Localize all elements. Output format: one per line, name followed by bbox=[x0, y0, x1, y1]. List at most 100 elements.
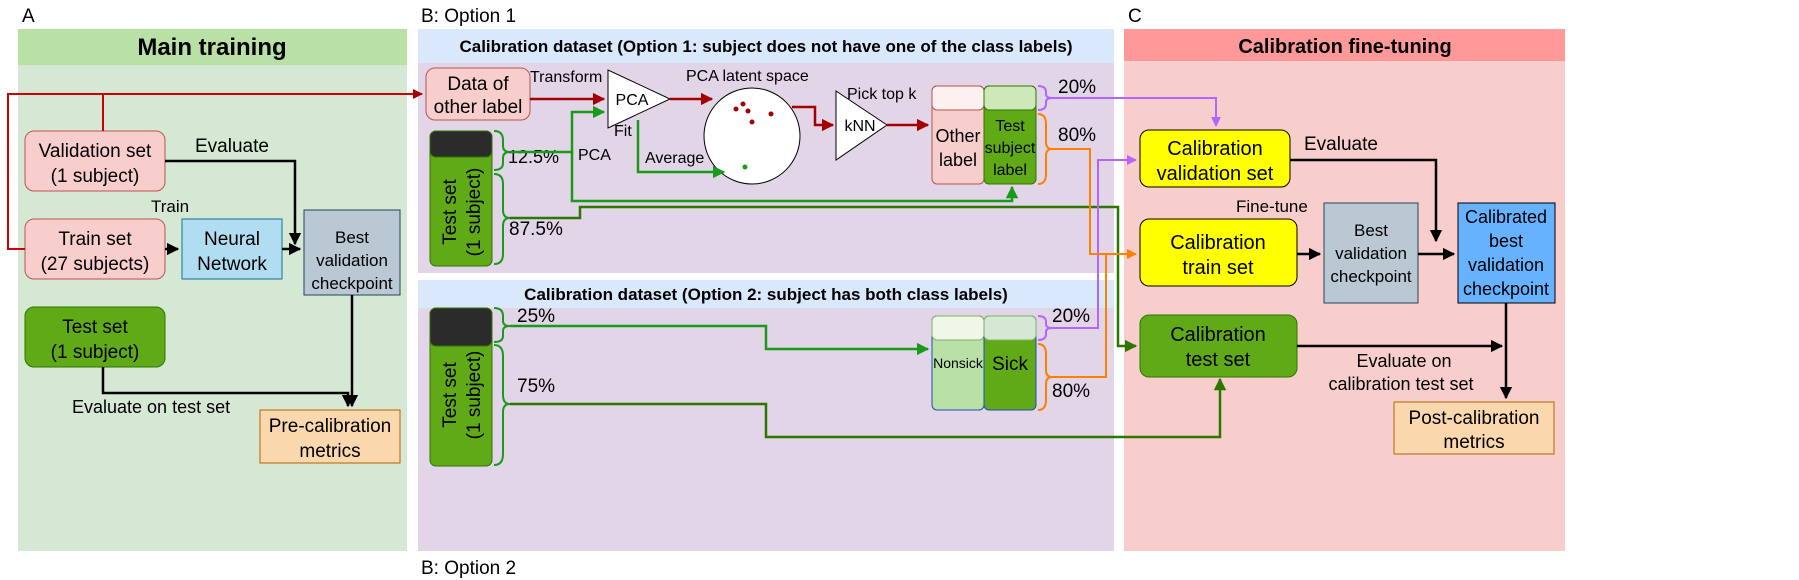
data-other-label-box: Data of other label bbox=[425, 67, 531, 121]
svg-text:label: label bbox=[939, 150, 977, 170]
svg-text:metrics: metrics bbox=[299, 441, 360, 462]
svg-text:(1 subject): (1 subject) bbox=[464, 351, 485, 440]
b1-pct-12: 12.5% bbox=[508, 147, 559, 167]
svg-text:Network: Network bbox=[197, 254, 267, 275]
svg-text:test set: test set bbox=[1186, 349, 1251, 371]
b2-pct-80: 80% bbox=[1052, 381, 1090, 402]
section-b2-title: Calibration dataset (Option 2: subject h… bbox=[524, 285, 1008, 304]
svg-text:Calibration: Calibration bbox=[1170, 232, 1266, 254]
neural-network-box: Neural Network bbox=[181, 218, 283, 280]
validation-set-box: Validation set (1 subject) bbox=[24, 130, 166, 192]
label-eval-cal-1: Evaluate on bbox=[1356, 351, 1451, 371]
section-b1-title: Calibration dataset (Option 1: subject d… bbox=[459, 37, 1072, 56]
svg-text:Best: Best bbox=[335, 228, 369, 247]
svg-text:validation set: validation set bbox=[1157, 163, 1274, 185]
label-evaluate-a: Evaluate bbox=[195, 136, 269, 157]
label-eval-cal-2: calibration test set bbox=[1328, 374, 1473, 394]
section-a-arrows bbox=[101, 159, 359, 408]
calibration-test-box: Calibration test set bbox=[1139, 314, 1298, 378]
label-eval-test: Evaluate on test set bbox=[72, 397, 230, 417]
svg-text:validation: validation bbox=[1468, 255, 1544, 275]
svg-text:Nonsick: Nonsick bbox=[933, 355, 984, 371]
b2-arrows bbox=[510, 324, 1227, 439]
label-fit: Fit bbox=[614, 123, 632, 140]
b1-pct-80: 80% bbox=[1058, 125, 1096, 146]
pca-triangle bbox=[607, 69, 672, 129]
best-checkpoint-box-a: Best validation checkpoint bbox=[303, 209, 401, 296]
label-train: Train bbox=[151, 197, 189, 216]
svg-text:Sick: Sick bbox=[992, 354, 1028, 375]
svg-text:Data of: Data of bbox=[447, 74, 509, 95]
section-b2-letter: B: Option 2 bbox=[421, 558, 516, 579]
svg-text:(27 subjects): (27 subjects) bbox=[41, 254, 150, 275]
b2-pct-25: 25% bbox=[517, 306, 555, 327]
svg-text:(1 subject): (1 subject) bbox=[51, 342, 140, 363]
b1-arrows bbox=[510, 92, 1138, 353]
svg-text:Test set: Test set bbox=[440, 362, 461, 428]
section-a-letter: A bbox=[22, 6, 35, 27]
best-checkpoint-box-c: Best validation checkpoint bbox=[1323, 202, 1419, 304]
label-finetune: Fine-tune bbox=[1236, 197, 1308, 216]
split-arrows bbox=[1052, 97, 1221, 378]
pre-calibration-metrics-box: Pre-calibration metrics bbox=[259, 409, 401, 464]
svg-text:metrics: metrics bbox=[1443, 432, 1504, 453]
train-set-box: Train set (27 subjects) bbox=[24, 218, 166, 280]
label-transform: Transform bbox=[530, 69, 602, 86]
section-c-title: Calibration fine-tuning bbox=[1238, 36, 1451, 58]
svg-text:Neural: Neural bbox=[204, 229, 260, 250]
section-b1-letter: B: Option 1 bbox=[421, 6, 516, 27]
test-set-box-a: Test set (1 subject) bbox=[24, 306, 166, 368]
svg-text:Calibrated: Calibrated bbox=[1465, 207, 1547, 227]
b2-pct-20: 20% bbox=[1052, 306, 1090, 327]
svg-text:best: best bbox=[1489, 231, 1523, 251]
red-arrows bbox=[7, 89, 423, 250]
svg-text:subject: subject bbox=[985, 140, 1036, 157]
svg-text:checkpoint: checkpoint bbox=[1330, 267, 1412, 286]
svg-text:(1 subject): (1 subject) bbox=[51, 166, 140, 187]
test-set-cylinder-b1: Test set (1 subject) bbox=[429, 130, 493, 267]
label-pick-topk: Pick top k bbox=[847, 86, 917, 103]
svg-text:Calibration: Calibration bbox=[1170, 324, 1266, 346]
svg-text:(1 subject): (1 subject) bbox=[464, 168, 485, 257]
pca-latent-circle bbox=[703, 87, 801, 185]
other-label-cylinder: Other label bbox=[931, 85, 985, 185]
section-a-title: Main training bbox=[137, 34, 286, 61]
calibration-validation-box: Calibration validation set bbox=[1139, 129, 1291, 188]
b2-pct-75: 75% bbox=[517, 376, 555, 397]
svg-text:Validation set: Validation set bbox=[39, 141, 152, 162]
svg-text:checkpoint: checkpoint bbox=[311, 274, 393, 293]
svg-text:validation: validation bbox=[1335, 244, 1407, 263]
svg-text:train set: train set bbox=[1182, 257, 1254, 279]
label-evaluate-c: Evaluate bbox=[1304, 134, 1378, 155]
svg-text:Train set: Train set bbox=[58, 229, 132, 250]
calibrated-checkpoint-box: Calibrated best validation checkpoint bbox=[1457, 202, 1556, 304]
sick-cylinder: Sick bbox=[983, 315, 1037, 411]
label-average: Average bbox=[645, 150, 704, 167]
svg-text:Test: Test bbox=[995, 118, 1025, 135]
svg-text:label: label bbox=[993, 162, 1027, 179]
svg-text:Best: Best bbox=[1354, 221, 1388, 240]
section-c-arrows bbox=[1290, 158, 1513, 400]
b1-pct-20: 20% bbox=[1058, 77, 1096, 98]
label-latent-space: PCA latent space bbox=[686, 68, 809, 85]
svg-text:Test set: Test set bbox=[440, 179, 461, 245]
knn-triangle bbox=[835, 90, 888, 161]
section-c-letter: C bbox=[1128, 6, 1142, 27]
test-set-cylinder-b2: Test set (1 subject) bbox=[429, 307, 493, 467]
svg-text:Calibration: Calibration bbox=[1167, 138, 1263, 160]
svg-text:Other: Other bbox=[935, 126, 980, 146]
knn-label: kNN bbox=[844, 118, 875, 135]
calibration-train-box: Calibration train set bbox=[1139, 218, 1298, 287]
b1-pct-87: 87.5% bbox=[509, 219, 563, 240]
svg-text:checkpoint: checkpoint bbox=[1463, 279, 1549, 299]
nonsick-cylinder: Nonsick bbox=[931, 315, 985, 411]
pca-label: PCA bbox=[616, 92, 649, 109]
svg-text:Post-calibration: Post-calibration bbox=[1409, 408, 1540, 429]
svg-text:Test set: Test set bbox=[62, 317, 128, 338]
svg-text:Pre-calibration: Pre-calibration bbox=[269, 416, 392, 437]
label-pca: PCA bbox=[578, 147, 611, 164]
post-calibration-metrics-box: Post-calibration metrics bbox=[1393, 401, 1555, 455]
test-subject-label-cylinder: Test subject label bbox=[983, 85, 1037, 185]
svg-text:other label: other label bbox=[434, 97, 523, 118]
